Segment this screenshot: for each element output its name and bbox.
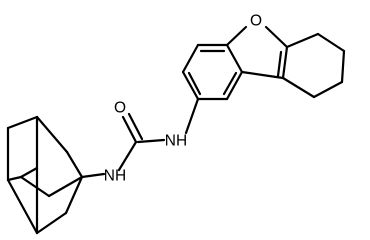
urea-linker	[80, 97, 200, 179]
adamantyl-nh-label: NH	[104, 168, 126, 185]
carbonyl-oxygen-label: O	[114, 100, 126, 117]
ring-oxygen-label: O	[250, 13, 262, 30]
adamantyl-cage	[6, 115, 84, 235]
cyclohexane-ring	[281, 32, 346, 99]
benzene-ring	[181, 43, 244, 101]
aryl-nh-label: NH	[165, 133, 187, 150]
furan-ring	[225, 25, 289, 80]
